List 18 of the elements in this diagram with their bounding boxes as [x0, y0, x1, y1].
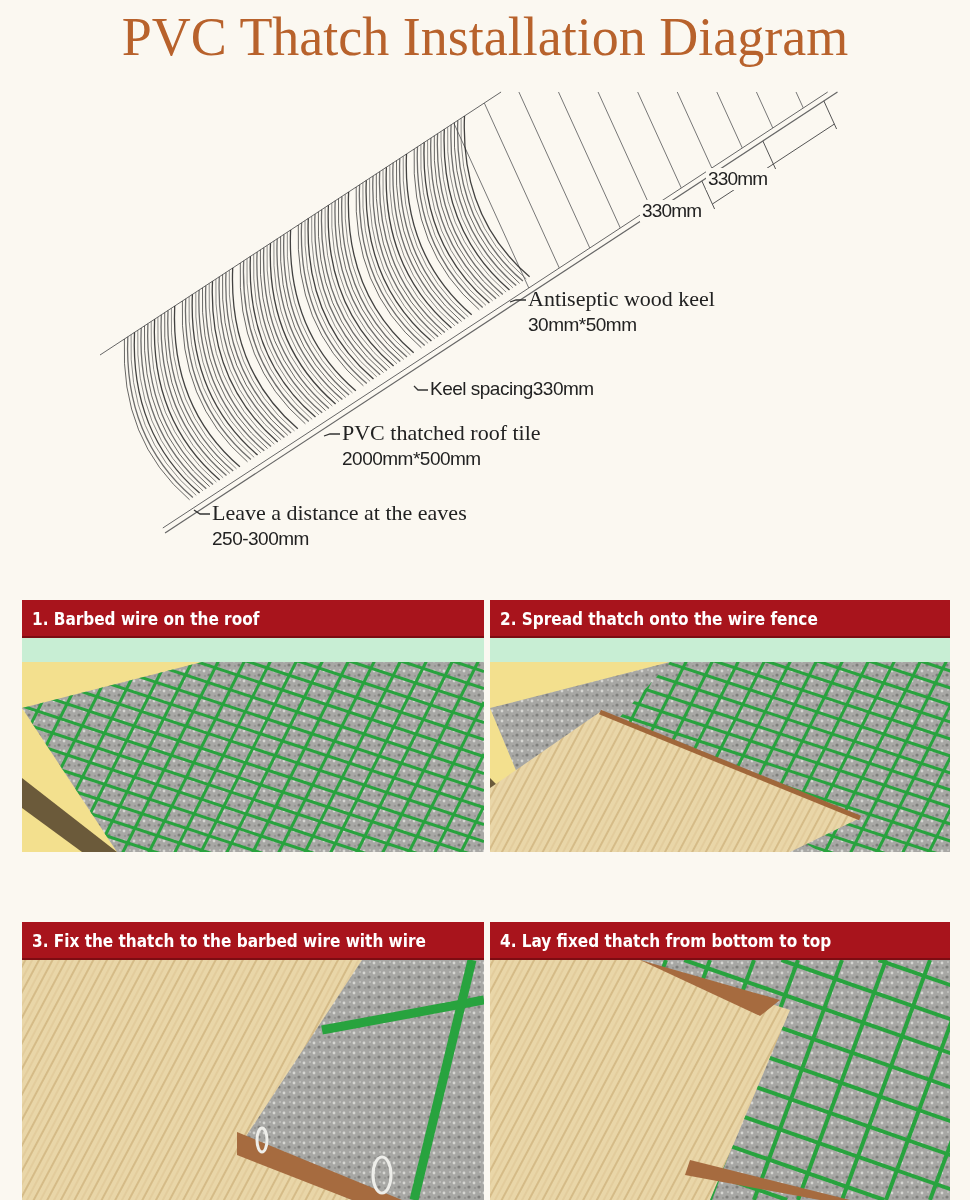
leader-line: [413, 385, 429, 391]
callout-text: Antiseptic wood keel: [528, 286, 715, 312]
dimension-text: 330mm: [706, 168, 770, 190]
dimension-text: 250-300mm: [212, 527, 310, 551]
callout-text: Keel spacing330mm: [430, 377, 594, 401]
dimension-text: 30mm*50mm: [528, 313, 638, 337]
step-title: 1. Barbed wire on the roof: [22, 600, 484, 638]
title: PVC Thatch Installation Diagram: [120, 6, 850, 68]
leader-line: [193, 509, 211, 515]
callout-text: Leave a distance at the eaves: [212, 500, 467, 526]
leader-line: [323, 433, 341, 437]
dimension-text: 330mm: [640, 200, 704, 222]
step-title: 4. Lay fixed thatch from bottom to top: [490, 922, 950, 960]
dimension-text: 2000mm*500mm: [342, 447, 482, 471]
leader-line: [509, 299, 527, 303]
callout-text: PVC thatched roof tile: [342, 420, 541, 446]
step-title: 2. Spread thatch onto the wire fence: [490, 600, 950, 638]
step-title: 3. Fix the thatch to the barbed wire with wire: [22, 922, 484, 960]
